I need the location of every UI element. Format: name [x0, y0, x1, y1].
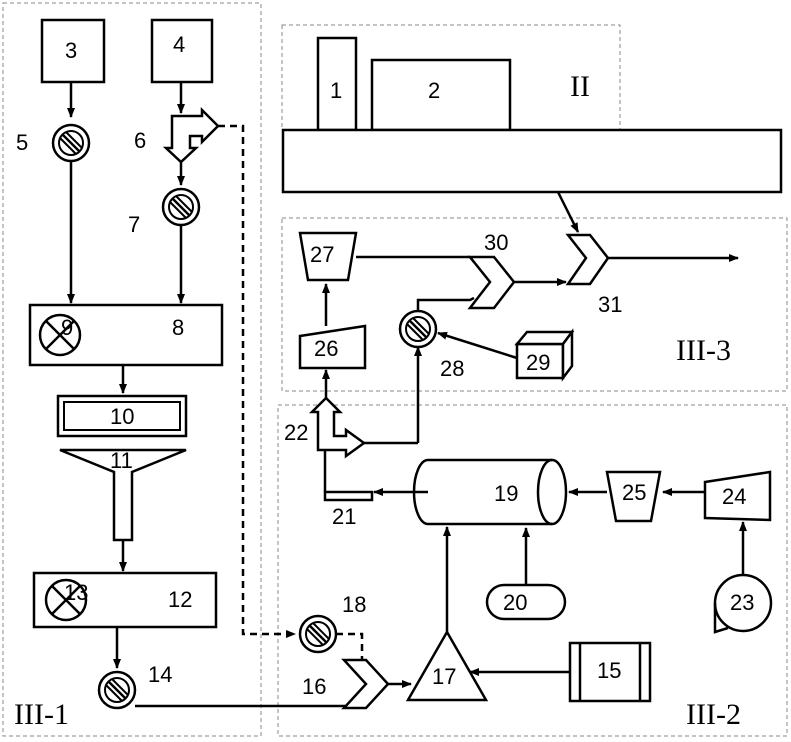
component-24-label: 24: [722, 484, 746, 509]
component-14-label: 14: [148, 662, 172, 687]
component-15-label: 15: [597, 658, 621, 683]
splitter-22-icon: [312, 398, 364, 456]
component-22-label: 22: [284, 420, 308, 445]
component-4-label: 4: [173, 32, 185, 57]
region-label-iii-2: III-2: [686, 698, 741, 731]
component-11-label: 11: [110, 448, 133, 473]
region-label-ii: II: [570, 70, 590, 103]
component-3-label: 3: [65, 38, 77, 63]
component-2-label: 2: [428, 78, 440, 103]
component-17-label: 17: [432, 664, 456, 689]
region-iii-2-frame: [278, 405, 787, 736]
valve-28-icon: [400, 311, 436, 347]
component-10-label: 10: [110, 404, 134, 429]
component-2-block: [372, 60, 510, 130]
region-label-iii-1: III-1: [14, 698, 69, 731]
component-20-label: 20: [503, 590, 527, 615]
component-30-label: 30: [484, 230, 508, 255]
valve-5-icon: [53, 125, 89, 161]
component-28-label: 28: [440, 356, 464, 381]
component-18-label: 18: [342, 592, 366, 617]
component-7-label: 7: [128, 212, 140, 237]
component-26-label: 26: [314, 336, 338, 361]
component-1-label: 1: [330, 78, 342, 103]
component-25-label: 25: [622, 480, 646, 505]
component-6-label: 6: [134, 128, 146, 153]
junction-30-icon: [470, 257, 514, 308]
component-9-label: 9: [61, 315, 73, 340]
junction-31-icon: [568, 235, 608, 284]
platform-i: [283, 130, 781, 192]
splitter-6-icon: [166, 110, 218, 162]
junction-16-icon: [344, 660, 388, 708]
component-16-label: 16: [302, 674, 326, 699]
component-12-label: 12: [168, 587, 192, 612]
component-31-label: 31: [598, 292, 622, 317]
valve-14-icon: [99, 672, 135, 708]
component-27-label: 27: [310, 242, 334, 267]
component-19-label: 19: [494, 481, 518, 506]
component-5-label: 5: [16, 130, 28, 155]
region-label-iii-3: III-3: [676, 334, 731, 367]
valve-18-icon: [300, 616, 336, 652]
component-29-label: 29: [526, 350, 550, 375]
component-21-label: 21: [332, 504, 356, 529]
component-23-label: 23: [730, 590, 754, 615]
valve-7-icon: [163, 189, 199, 225]
component-8-label: 8: [172, 315, 184, 340]
component-21-plate: [325, 492, 372, 500]
component-13-label: 13: [64, 580, 88, 605]
mixer-9-icon: [40, 315, 80, 355]
